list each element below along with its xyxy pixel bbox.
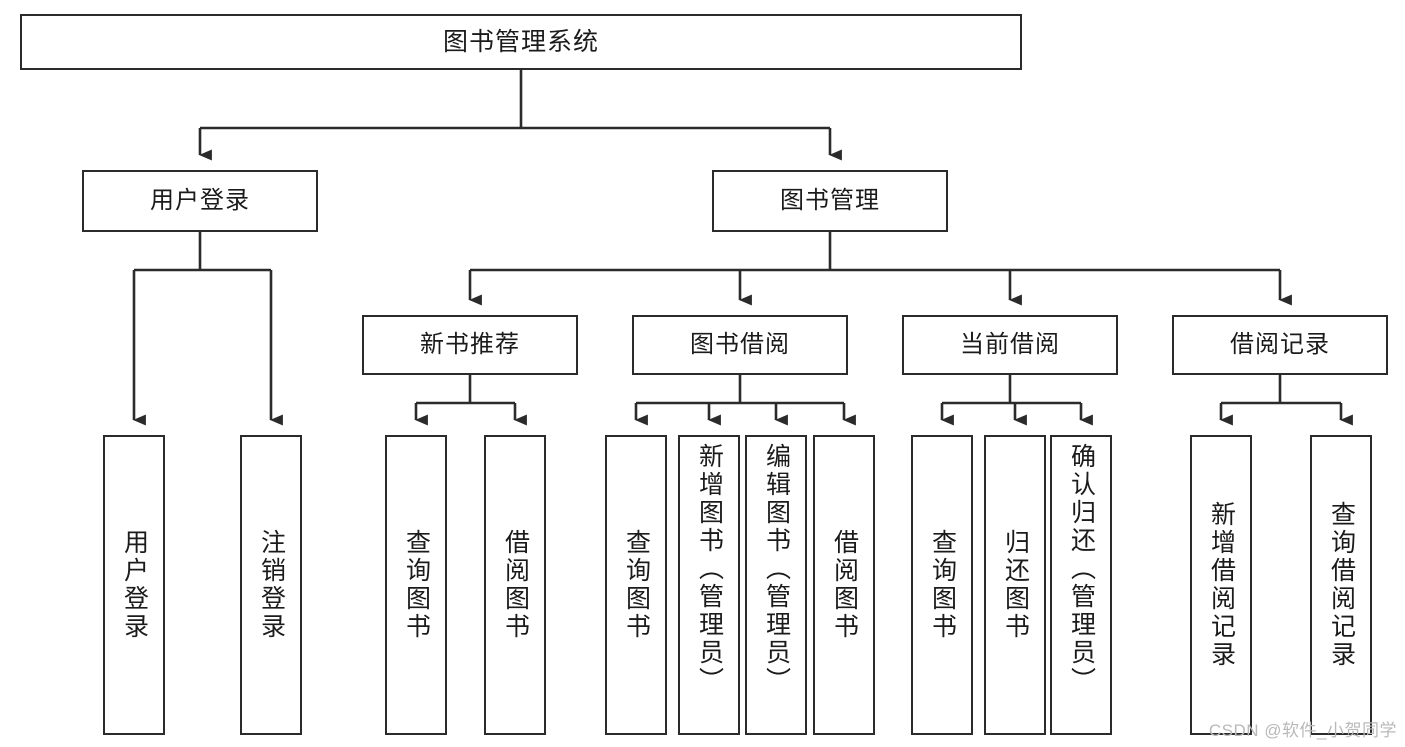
node-borrow-record[interactable]: 借阅记录 [1172, 315, 1388, 375]
node-user-login-label: 用户登录 [150, 186, 250, 214]
node-book-manage-label: 图书管理 [780, 186, 880, 214]
node-leaf-user-logout-label: 注销登录 [257, 529, 286, 641]
node-leaf-query-borrow-record-label: 查询借阅记录 [1327, 501, 1356, 669]
node-leaf-add-borrow-record-label: 新增借阅记录 [1207, 501, 1236, 669]
node-leaf-query-book-3-label: 查询图书 [928, 529, 957, 641]
node-leaf-query-book-1[interactable]: 查询图书 [385, 435, 447, 735]
node-leaf-query-book-1-label: 查询图书 [402, 529, 431, 641]
node-leaf-query-book-2[interactable]: 查询图书 [605, 435, 667, 735]
node-leaf-add-book[interactable]: 新增图书（管理员） [678, 435, 740, 735]
node-root[interactable]: 图书管理系统 [20, 14, 1022, 70]
node-leaf-borrow-book-2[interactable]: 借阅图书 [813, 435, 875, 735]
node-leaf-user-login-label: 用户登录 [120, 529, 149, 641]
node-current-borrow[interactable]: 当前借阅 [902, 315, 1118, 375]
node-borrow-record-label: 借阅记录 [1230, 330, 1330, 358]
node-leaf-edit-book-label: 编辑图书（管理员） [762, 443, 791, 695]
node-user-login[interactable]: 用户登录 [82, 170, 318, 232]
node-leaf-confirm-return-label: 确认归还（管理员） [1067, 443, 1096, 695]
node-leaf-confirm-return[interactable]: 确认归还（管理员） [1050, 435, 1112, 735]
node-leaf-borrow-book-2-label: 借阅图书 [830, 529, 859, 641]
node-book-borrow-label: 图书借阅 [690, 330, 790, 358]
node-leaf-edit-book[interactable]: 编辑图书（管理员） [745, 435, 807, 735]
node-leaf-user-login[interactable]: 用户登录 [103, 435, 165, 735]
node-leaf-add-borrow-record[interactable]: 新增借阅记录 [1190, 435, 1252, 735]
node-leaf-borrow-book-1[interactable]: 借阅图书 [484, 435, 546, 735]
node-book-borrow[interactable]: 图书借阅 [632, 315, 848, 375]
node-root-label: 图书管理系统 [442, 28, 599, 56]
node-new-book-recommend[interactable]: 新书推荐 [362, 315, 578, 375]
node-leaf-add-book-label: 新增图书（管理员） [695, 443, 724, 695]
node-leaf-return-book-label: 归还图书 [1001, 529, 1030, 641]
node-leaf-borrow-book-1-label: 借阅图书 [501, 529, 530, 641]
node-leaf-return-book[interactable]: 归还图书 [984, 435, 1046, 735]
node-leaf-query-book-3[interactable]: 查询图书 [911, 435, 973, 735]
node-new-book-recommend-label: 新书推荐 [420, 330, 520, 358]
node-book-manage[interactable]: 图书管理 [712, 170, 948, 232]
csdn-watermark: CSDN @软件_小贺同学 [1208, 721, 1397, 740]
node-leaf-query-book-2-label: 查询图书 [622, 529, 651, 641]
node-current-borrow-label: 当前借阅 [960, 330, 1060, 358]
node-leaf-query-borrow-record[interactable]: 查询借阅记录 [1310, 435, 1372, 735]
node-leaf-user-logout[interactable]: 注销登录 [240, 435, 302, 735]
